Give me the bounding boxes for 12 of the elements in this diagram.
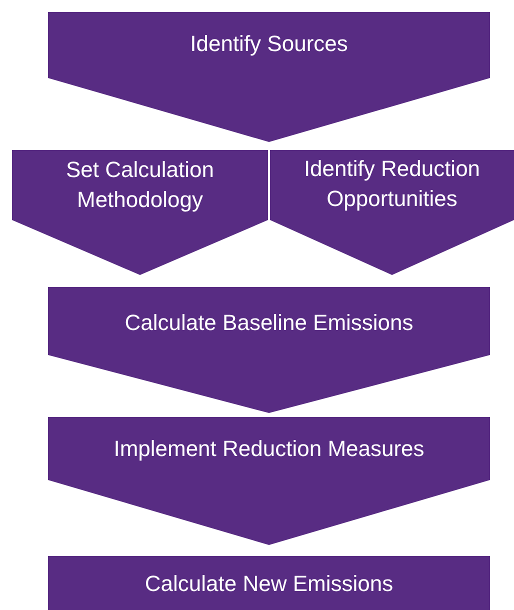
chevron-step bbox=[48, 287, 490, 413]
step-label: Identify Reduction Opportunities bbox=[302, 155, 482, 213]
chevron-step bbox=[48, 417, 490, 545]
step-label: Calculate New Emissions bbox=[144, 570, 394, 598]
chevron-step bbox=[12, 150, 268, 275]
chevron-step bbox=[48, 556, 490, 610]
chevron-step bbox=[270, 150, 514, 275]
step-label: Calculate Baseline Emissions bbox=[124, 309, 414, 337]
step-label: Implement Reduction Measures bbox=[112, 435, 426, 463]
step-label: Identify Sources bbox=[189, 30, 349, 58]
chevron-step bbox=[48, 12, 490, 142]
step-label: Set Calculation Methodology bbox=[65, 156, 215, 214]
